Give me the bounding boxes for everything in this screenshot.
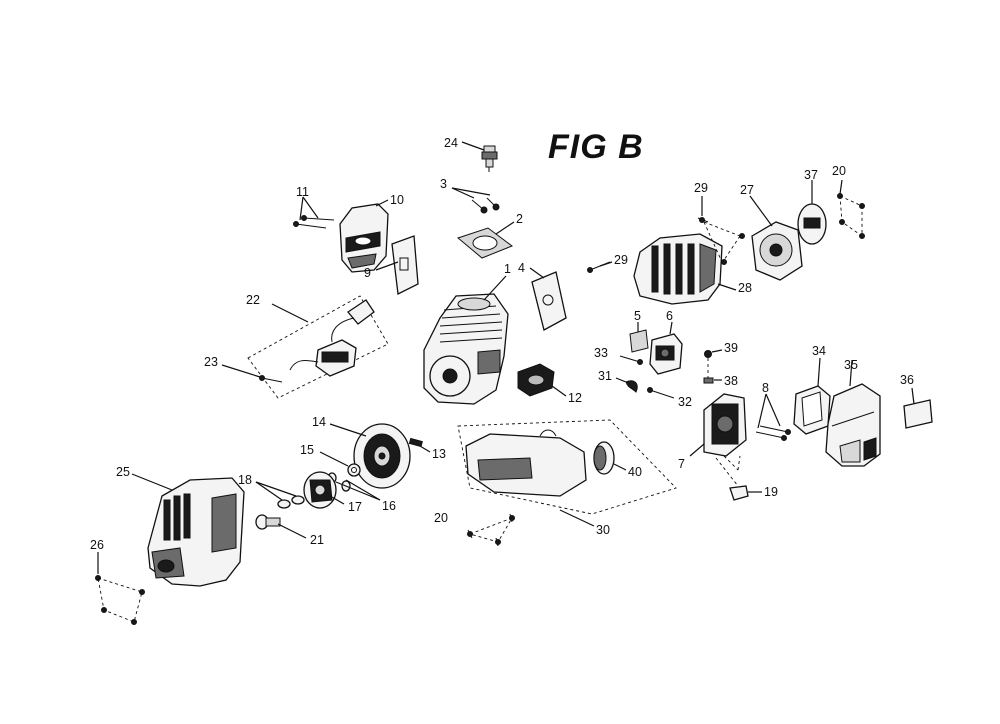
part-9-heat-shield[interactable]: [391, 235, 419, 295]
callout-26: 26: [90, 538, 104, 552]
part-1-engine-block[interactable]: [423, 293, 509, 405]
group-20-right-outline: [839, 195, 863, 237]
callout-4: 4: [518, 261, 525, 275]
part-21-bolt[interactable]: [255, 514, 281, 530]
part-14-flywheel[interactable]: [353, 423, 411, 489]
callout-16: 16: [382, 499, 396, 513]
part-13-key[interactable]: [408, 437, 423, 448]
part-27-starter-housing[interactable]: [751, 221, 803, 281]
part-5-gasket[interactable]: [629, 329, 649, 353]
group-20-bottom-outline: [468, 517, 514, 543]
part-3-screws[interactable]: [471, 197, 500, 214]
part-12-primer[interactable]: [517, 363, 555, 397]
callout-29-top: 29: [694, 181, 708, 195]
figure-title: FIG B: [548, 128, 644, 166]
group-30-outline: [457, 419, 677, 515]
callout-1: 1: [504, 262, 511, 276]
callout-37: 37: [804, 168, 818, 182]
part-2-gasket[interactable]: [456, 227, 514, 259]
callout-11: 11: [296, 185, 309, 199]
part-11-screws[interactable]: [293, 215, 335, 229]
part-35-filter-cover[interactable]: [825, 383, 881, 467]
callout-8: 8: [762, 381, 769, 395]
callout-22: 22: [246, 293, 260, 307]
callout-15: 15: [300, 443, 314, 457]
callout-17: 17: [348, 500, 362, 514]
part-34-filter[interactable]: [793, 385, 831, 435]
callout-14: 14: [312, 415, 326, 429]
part-30-fuel-tank[interactable]: [465, 429, 587, 497]
callout-35: 35: [844, 358, 858, 372]
callout-7: 7: [678, 457, 685, 471]
callout-25: 25: [116, 465, 130, 479]
callout-32: 32: [678, 395, 692, 409]
callout-9: 9: [364, 266, 371, 280]
callout-12: 12: [568, 391, 582, 405]
part-36-label[interactable]: [903, 399, 933, 429]
callout-27: 27: [740, 183, 754, 197]
group-22-outline: [247, 295, 389, 399]
callout-28: 28: [738, 281, 752, 295]
callout-20-bottom: 20: [434, 511, 448, 525]
part-33-screw[interactable]: [619, 355, 643, 365]
callout-21: 21: [310, 533, 324, 547]
part-22-ignition-module[interactable]: [289, 299, 375, 377]
part-29-screws-top[interactable]: [697, 217, 745, 265]
callout-19: 19: [764, 485, 778, 499]
part-6-carburetor[interactable]: [649, 333, 683, 375]
part-37-label-disc[interactable]: [797, 203, 827, 245]
callout-39: 39: [724, 341, 738, 355]
callout-5: 5: [634, 309, 641, 323]
part-23-screw[interactable]: [259, 375, 283, 383]
callout-13: 13: [432, 447, 446, 461]
callout-2: 2: [516, 212, 523, 226]
part-8-screws[interactable]: [755, 425, 791, 441]
callout-6: 6: [666, 309, 673, 323]
part-18-screws[interactable]: [277, 495, 305, 509]
callout-34: 34: [812, 344, 826, 358]
callout-40: 40: [628, 465, 642, 479]
callout-38: 38: [724, 374, 738, 388]
part-15-nut[interactable]: [347, 463, 361, 477]
part-32-screw[interactable]: [647, 387, 675, 399]
part-10-muffler-cover[interactable]: [339, 203, 389, 273]
part-31-clip[interactable]: [625, 380, 638, 393]
callout-20-right: 20: [832, 164, 846, 178]
part-38-spring[interactable]: [703, 377, 714, 384]
callout-10: 10: [390, 193, 404, 207]
group-26-outline: [97, 577, 143, 623]
part-20-screws-bottom[interactable]: [467, 513, 515, 547]
part-24-spark-plug[interactable]: [481, 145, 498, 172]
part-17-clutch[interactable]: [303, 471, 337, 509]
part-4-gasket[interactable]: [531, 271, 567, 331]
callout-3: 3: [440, 177, 447, 191]
part-7-air-filter-base[interactable]: [703, 393, 747, 457]
callout-23: 23: [204, 355, 218, 369]
part-26-screws[interactable]: [95, 575, 145, 625]
part-19-cap[interactable]: [729, 485, 749, 501]
callout-33: 33: [594, 346, 608, 360]
part-28-engine-shroud[interactable]: [633, 233, 723, 305]
callout-24: 24: [444, 136, 458, 150]
callout-18: 18: [238, 473, 252, 487]
callout-36: 36: [900, 373, 914, 387]
callout-29-center: 29: [614, 253, 628, 267]
part-39-screw[interactable]: [704, 350, 712, 358]
part-40-fuel-cap[interactable]: [593, 441, 615, 475]
callout-31: 31: [598, 369, 612, 383]
callout-30: 30: [596, 523, 610, 537]
part-25-clutch-housing[interactable]: [147, 477, 245, 587]
